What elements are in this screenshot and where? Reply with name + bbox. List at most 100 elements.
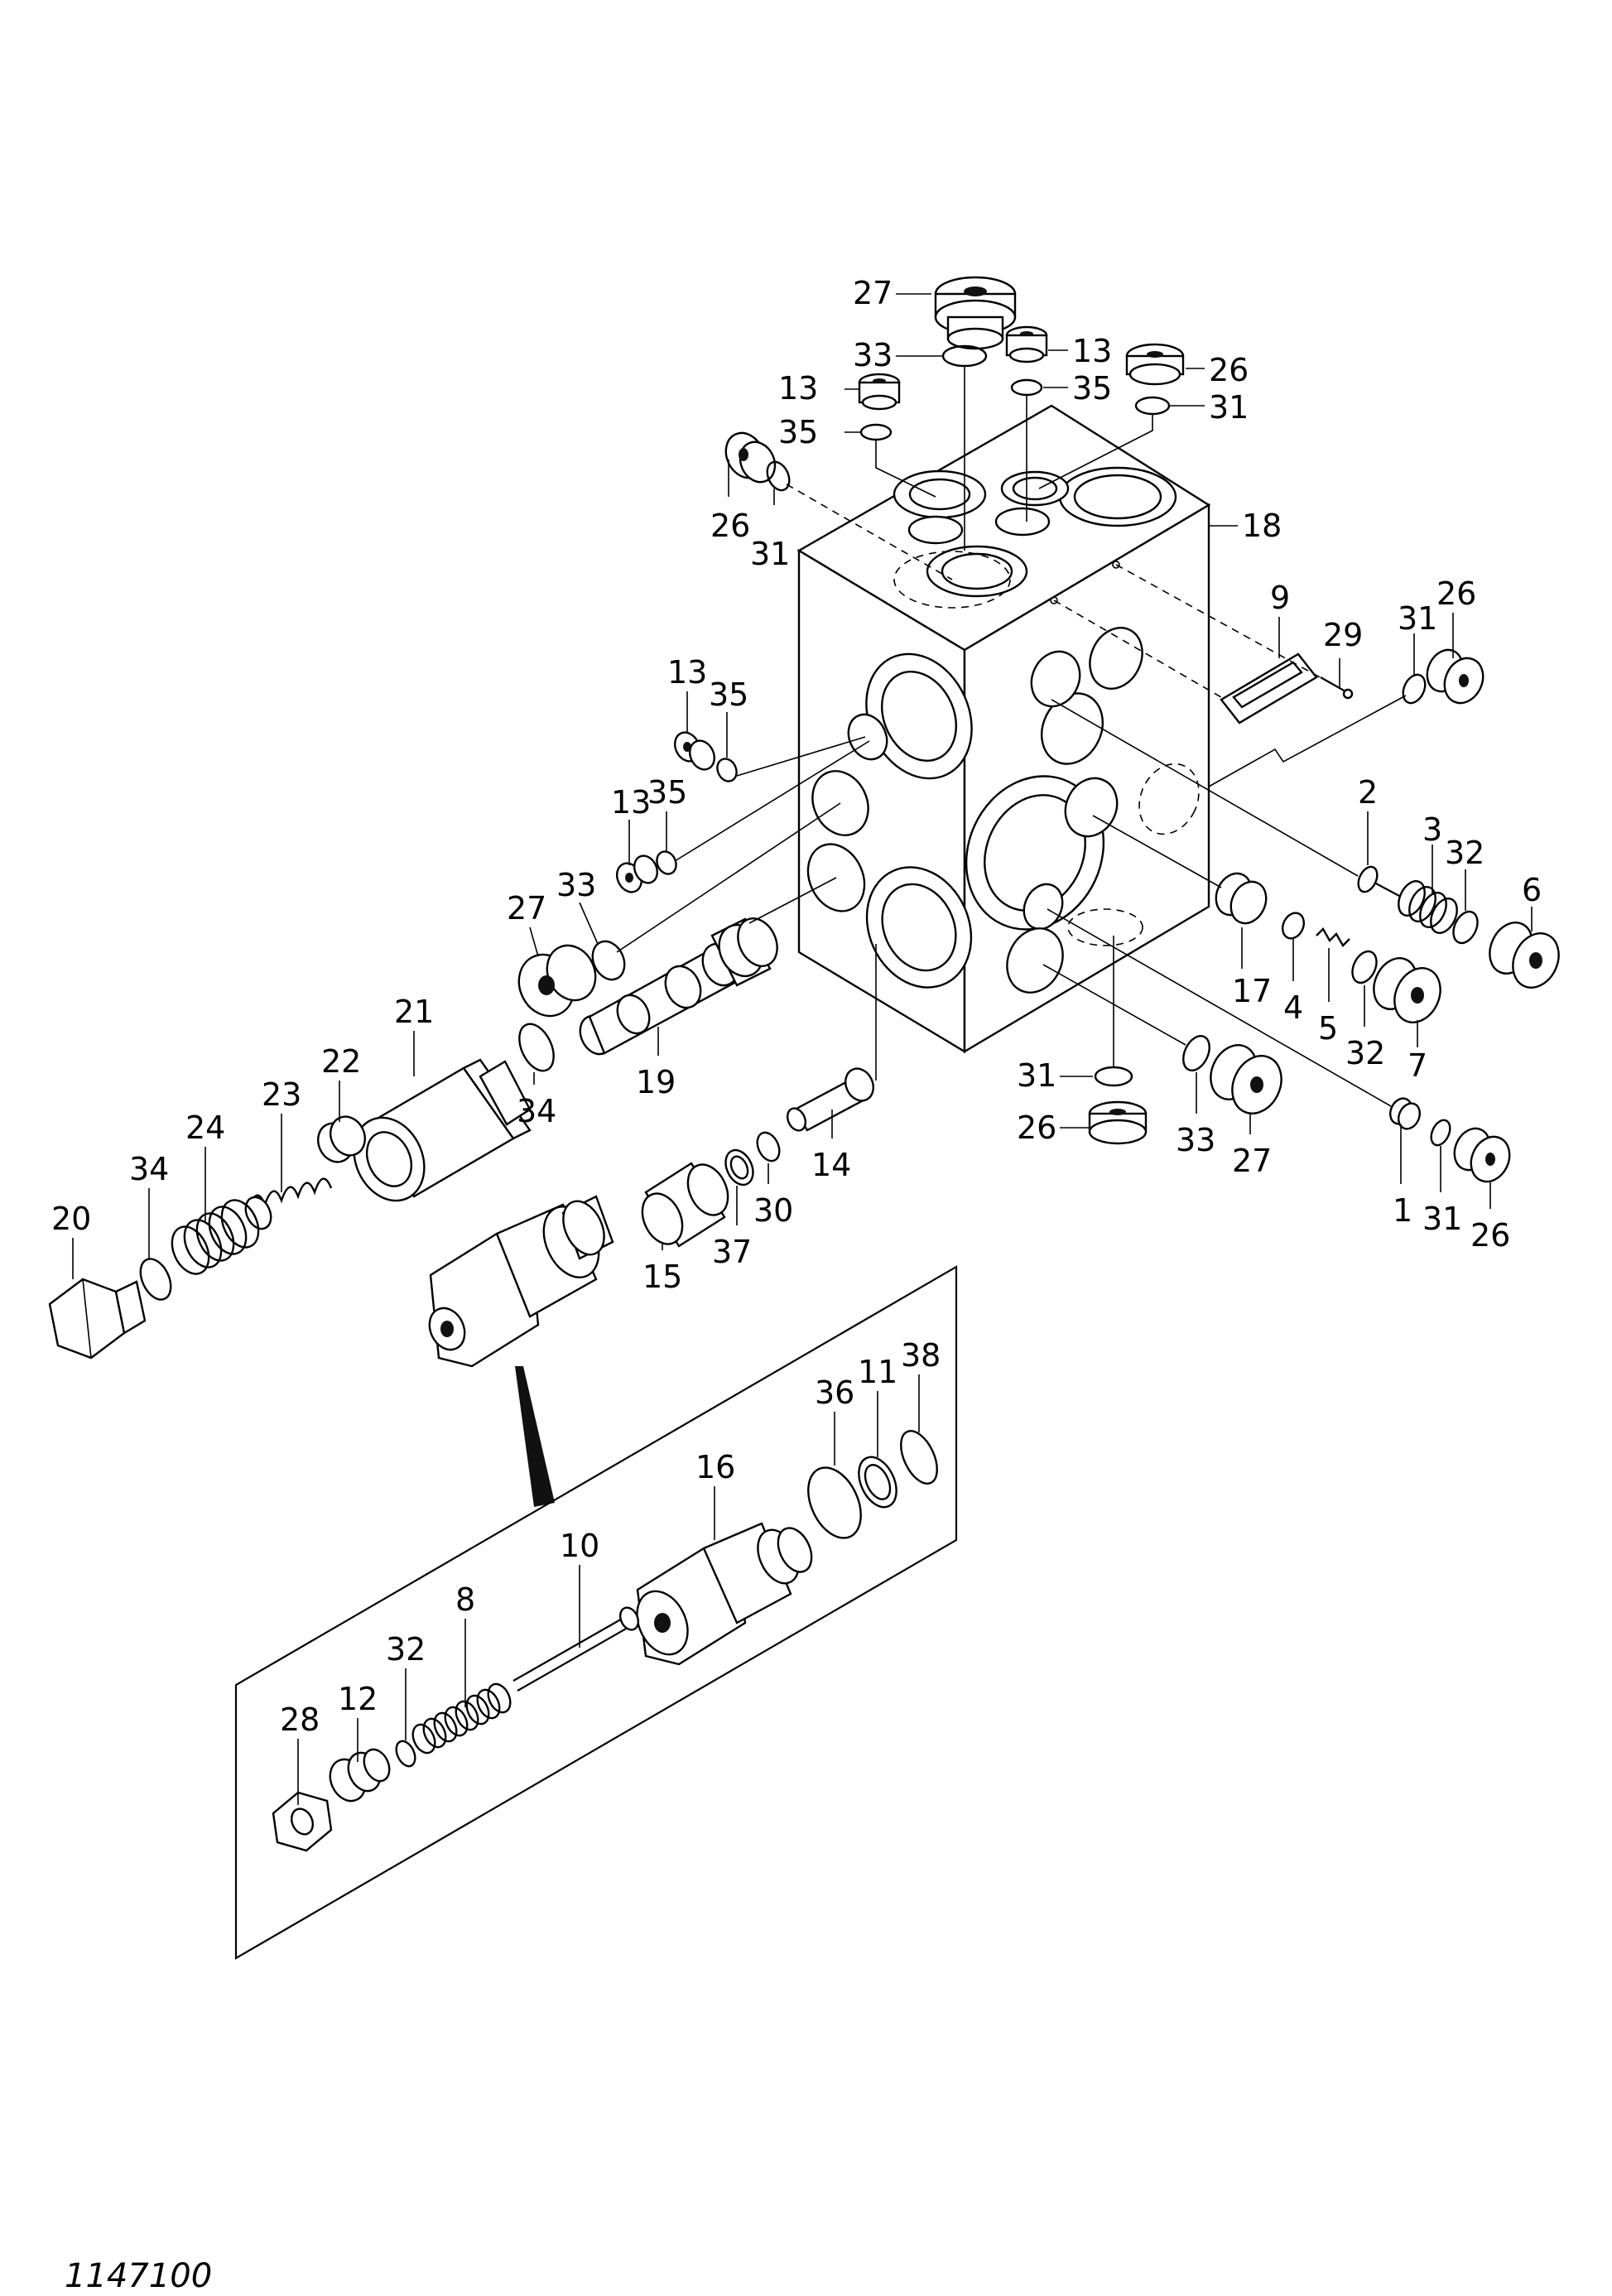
callout-13: 13 [667,654,707,691]
callout-9: 9 [1270,580,1290,616]
callout-10: 10 [560,1528,599,1564]
callout-15: 15 [642,1259,682,1295]
o-ring-32-right-upper [1452,910,1479,945]
sleeve-15 [641,1162,729,1248]
callout-31: 31 [1398,600,1437,637]
o-ring-34-cap [518,1023,555,1072]
leader-lines [72,293,1533,1805]
o-ring-31-right-upper [1402,673,1427,705]
callout-28: 28 [280,1702,320,1738]
o-ring-34-plug [139,1258,172,1301]
callout-labels: 27 33 13 35 13 35 26 31 26 31 18 9 29 31… [51,275,1542,1738]
name-plate [1220,652,1318,724]
o-ring-33-left [591,940,626,981]
callout-31: 31 [1422,1201,1462,1237]
callout-22: 22 [321,1043,361,1080]
o-ring-32-detail [395,1740,416,1768]
callout-1: 1 [1393,1192,1412,1229]
plug-27-right [1210,1044,1282,1114]
callout-12: 12 [338,1681,378,1717]
plug-1 [1388,1097,1422,1130]
o-ring-31-right-lower [1430,1119,1451,1147]
plug-26-top-right [1125,343,1185,386]
cap [353,1058,532,1202]
callout-7: 7 [1407,1047,1427,1084]
callout-20: 20 [51,1201,91,1237]
plug-6 [1489,922,1560,989]
callout-32: 32 [386,1631,426,1668]
callout-19: 19 [636,1064,676,1100]
callout-37: 37 [712,1234,752,1270]
o-ring-31-bottom [1094,1066,1133,1087]
callout-18: 18 [1242,508,1282,544]
callout-3: 3 [1422,811,1442,848]
plug-27-top [934,276,1017,350]
backup-ring-11 [858,1456,897,1509]
spring-8 [411,1682,512,1754]
callout-26: 26 [1436,575,1476,612]
pointer-arrow [515,1366,555,1507]
callout-35: 35 [778,414,818,450]
callout-38: 38 [901,1337,941,1374]
o-ring-31-top-left [766,460,791,492]
callout-26: 26 [710,508,750,544]
callout-13: 13 [1072,333,1112,369]
o-ring-30 [756,1131,781,1162]
plug-26-bottom [1088,1100,1148,1145]
callout-23: 23 [262,1076,301,1113]
o-ring-36 [807,1466,862,1539]
callout-27: 27 [507,890,546,927]
plug-13-left-upper [674,731,715,771]
o-ring-38 [900,1430,938,1485]
plug-26-right-upper [1426,648,1484,705]
callout-11: 11 [858,1354,897,1390]
valve-housing-16 [636,1522,813,1666]
poppet-10 [512,1606,640,1692]
poppet-2 [1357,865,1400,897]
relief-valve-assembly [428,1195,614,1368]
plug-26-right-lower [1453,1127,1511,1183]
callout-33: 33 [853,337,893,373]
callout-33: 33 [556,867,596,903]
spacer-22 [317,1115,366,1163]
sleeve-17 [1215,872,1268,925]
ring-37 [724,1148,754,1187]
o-ring-35-top-right [1010,378,1043,397]
lock-nut-28 [272,1791,333,1852]
spring-23 [244,1177,333,1230]
valve-body [796,404,1211,1054]
callout-21: 21 [394,994,434,1030]
callout-33: 33 [1176,1122,1215,1158]
plug-13-left-lower [616,854,658,893]
plug-14 [786,1067,874,1132]
callout-6: 6 [1522,872,1542,908]
callout-36: 36 [815,1374,854,1411]
o-ring-31-top-right [1134,396,1171,416]
callout-8: 8 [455,1581,475,1618]
spool [579,917,778,1056]
callout-2: 2 [1358,774,1378,811]
callout-31: 31 [750,536,790,572]
callout-24: 24 [185,1109,225,1146]
callout-26: 26 [1470,1217,1510,1254]
o-ring-33-top [941,344,988,368]
detail-frame [234,1265,958,1960]
o-ring-32-right-lower [1351,950,1378,984]
spring-5 [1316,927,1350,947]
plug-13-top-left [858,373,901,411]
plug-27-left [517,944,597,1018]
callout-31: 31 [1209,389,1249,426]
callout-4: 4 [1283,989,1303,1026]
callout-26: 26 [1209,352,1249,388]
callout-35: 35 [1072,370,1112,407]
callout-13: 13 [778,370,818,407]
plug-20 [48,1278,147,1360]
callout-30: 30 [753,1192,793,1229]
o-ring-35-left-lower [656,850,677,875]
spacer-4 [1281,912,1306,940]
callout-16: 16 [695,1449,735,1485]
callout-13: 13 [611,784,651,821]
callout-27: 27 [1232,1143,1272,1179]
callout-35: 35 [647,774,687,811]
